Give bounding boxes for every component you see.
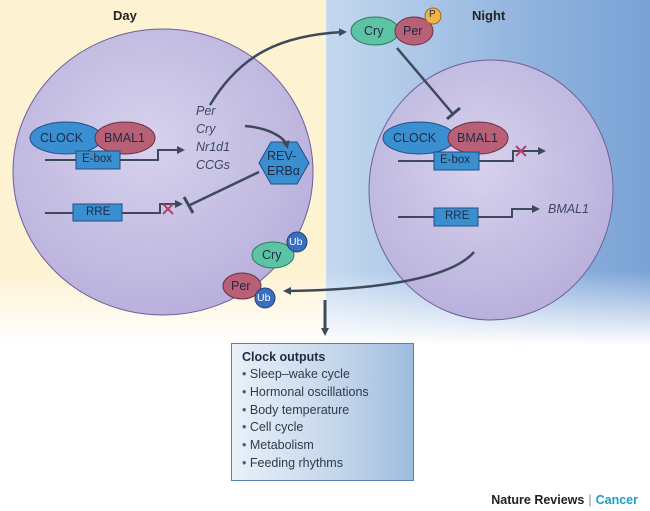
p-badge-label: P — [429, 9, 436, 20]
ub1-label: Ub — [289, 236, 303, 248]
per-ub-shape — [222, 272, 262, 300]
night-rre-line — [398, 209, 537, 218]
clock-outputs-box: Clock outputs Sleep–wake cycle Hormonal … — [231, 343, 414, 481]
night-ebox-label: E-box — [440, 154, 471, 166]
day-bmal1-label: BMAL1 — [104, 131, 145, 145]
targets-to-rev-erba-arrow — [244, 124, 290, 149]
day-rre-line — [45, 204, 180, 214]
list-item: Hormonal oscillations — [242, 384, 403, 402]
rev-erba-label-line2: ERBα — [267, 164, 300, 178]
journal-name: Nature Reviews — [491, 493, 585, 507]
cry-top-label: Cry — [364, 24, 384, 38]
cry-ub-label: Cry — [262, 248, 282, 262]
cry-ub-shape — [251, 241, 295, 269]
target-gene-nr1d1: Nr1d1 — [196, 140, 231, 154]
clock-outputs-title: Clock outputs — [242, 350, 326, 364]
day-cell — [12, 28, 314, 316]
per-top-shape — [394, 16, 434, 46]
day-rre-block-x — [162, 203, 174, 215]
target-gene-per: Per — [196, 104, 216, 118]
day-ebox-label: E-box — [82, 153, 113, 165]
journal-credit: Nature Reviews|Cancer — [491, 493, 638, 507]
ub2-shape — [254, 287, 276, 309]
ub2-label: Ub — [257, 292, 271, 304]
night-ebox-block-x — [515, 145, 527, 157]
day-clock-label: CLOCK — [40, 131, 84, 145]
day-rre-label: RRE — [86, 206, 111, 218]
cry-per-inhibition-bar — [446, 106, 461, 121]
night-ebox-line — [398, 151, 543, 162]
per-cry-export-arrow — [208, 28, 347, 106]
credit-separator: | — [588, 493, 592, 507]
p-badge-shape — [424, 7, 442, 25]
target-gene-ccgs: CCGs — [196, 158, 231, 172]
clock-outputs-list: Sleep–wake cycle Hormonal oscillations B… — [242, 366, 403, 473]
per-ub-label: Per — [231, 279, 251, 293]
day-ebox-line — [45, 150, 182, 161]
list-item: Cell cycle — [242, 419, 403, 437]
list-item: Feeding rhythms — [242, 455, 403, 473]
degradation-arrow — [283, 251, 475, 295]
night-rre-label: RRE — [445, 210, 470, 222]
list-item: Sleep–wake cycle — [242, 366, 403, 384]
day-header: Day — [113, 8, 137, 23]
night-clock-label: CLOCK — [393, 131, 437, 145]
list-item: Body temperature — [242, 402, 403, 420]
night-bmal1-gene: BMAL1 — [548, 202, 589, 216]
day-bmal1-shape — [94, 121, 156, 155]
rev-erba-shape — [258, 141, 310, 185]
night-bmal1-label: BMAL1 — [457, 131, 498, 145]
night-header: Night — [472, 8, 506, 23]
journal-section: Cancer — [595, 493, 638, 507]
list-item: Metabolism — [242, 437, 403, 455]
per-top-label: Per — [403, 24, 423, 38]
target-gene-cry: Cry — [196, 122, 216, 136]
rev-erba-inhibition — [189, 170, 260, 207]
ub1-shape — [286, 231, 308, 253]
rev-erba-label-line1: REV- — [267, 149, 297, 163]
cry-per-inhibition — [396, 47, 454, 115]
rev-erba-inhibition-bar — [182, 196, 195, 214]
